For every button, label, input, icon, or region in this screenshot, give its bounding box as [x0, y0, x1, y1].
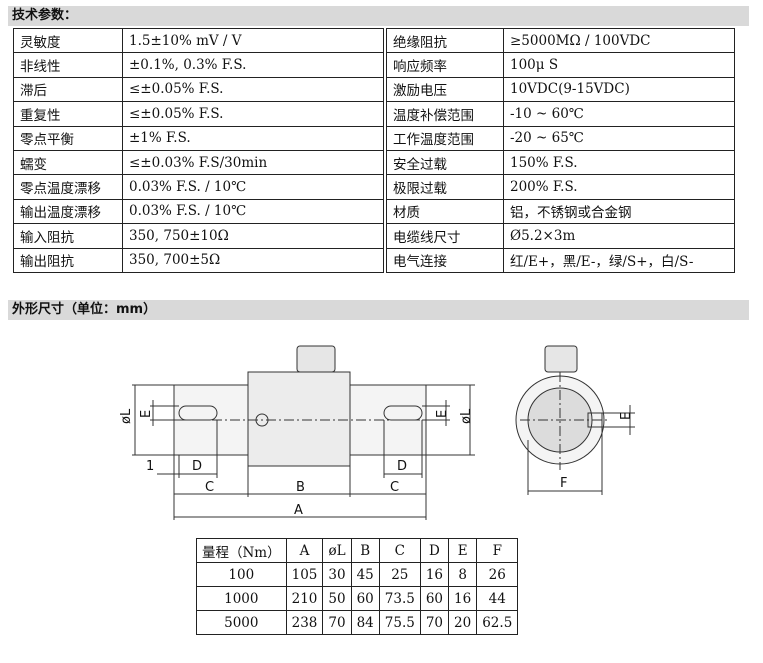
spec-left-value: 0.03% F.S. / 10℃	[122, 174, 384, 200]
C-label-right: C	[390, 480, 399, 495]
spec-right-value: 红/E+，黑/E-，绿/S+，白/S-	[503, 247, 735, 273]
end-view-connector	[544, 345, 578, 373]
dims-cell: 16	[419, 562, 450, 587]
dims-cell: 1000	[196, 586, 287, 611]
dims-header-cell: D	[419, 538, 450, 563]
spec-right-name: 绝缘阻抗	[386, 27, 504, 54]
dims-cell: 70	[322, 610, 352, 635]
dimensions-header: 外形尺寸（单位：mm）	[8, 300, 749, 320]
spec-left-value: 350, 700±5Ω	[122, 247, 384, 273]
spec-right-name: 电气连接	[386, 247, 504, 273]
right-keyway	[383, 405, 423, 421]
dims-cell: 62.5	[476, 610, 519, 635]
D-label-right: D	[397, 459, 407, 474]
one-label: 1	[146, 459, 154, 474]
E-label-end: E	[619, 412, 634, 420]
dims-cell: 210	[285, 586, 324, 611]
spec-right-name: 温度补偿范围	[386, 101, 504, 127]
dims-cell: 105	[285, 562, 324, 587]
spec-left-value: ≤±0.05% F.S.	[122, 101, 384, 127]
dims-cell: 25	[378, 562, 421, 587]
spec-left-name: 重复性	[13, 101, 123, 127]
dims-cell: 26	[476, 562, 519, 587]
spec-row: 重复性≤±0.05% F.S.温度补偿范围-10 ~ 60℃	[13, 101, 735, 127]
spec-left-value: 350, 750±10Ω	[122, 223, 384, 249]
A-label: A	[294, 503, 303, 518]
dims-cell: 84	[350, 610, 380, 635]
spec-left-name: 输出温度漂移	[13, 198, 123, 225]
spec-right-name: 极限过载	[386, 174, 504, 200]
spec-left-value: ≤±0.05% F.S.	[122, 76, 384, 103]
D-label: D	[192, 459, 202, 474]
spec-right-value: 100μ S	[503, 52, 735, 78]
dims-cell: 44	[476, 586, 519, 611]
spec-left-value: ≤±0.03% F.S/30min	[122, 149, 384, 176]
dims-cell: 30	[322, 562, 352, 587]
dims-cell: 45	[350, 562, 380, 587]
sensor-body	[247, 371, 351, 467]
dims-header-cell: A	[285, 538, 324, 563]
dims-cell: 75.5	[378, 610, 421, 635]
dims-header-cell: B	[350, 538, 380, 563]
E-label: E	[139, 410, 154, 418]
dims-header-cell: E	[448, 538, 478, 563]
dims-cell: 238	[285, 610, 324, 635]
phiL-label-right: øL	[459, 408, 474, 424]
dims-cell: 70	[419, 610, 450, 635]
spec-left-value: ±0.1%, 0.3% F.S.	[122, 52, 384, 78]
spec-left-name: 输入阻抗	[13, 223, 123, 249]
dims-cell: 50	[322, 586, 352, 611]
spec-right-value: 150% F.S.	[503, 149, 735, 176]
dims-header-cell: C	[378, 538, 421, 563]
dims-cell: 100	[196, 562, 287, 587]
dims-header-cell: 量程（Nm）	[196, 538, 287, 563]
dims-cell: 16	[448, 586, 478, 611]
spec-left-name: 滞后	[13, 76, 123, 103]
dims-cell: 60	[419, 586, 450, 611]
dims-cell: 8	[448, 562, 478, 587]
spec-left-value: 0.03% F.S. / 10℃	[122, 198, 384, 225]
spec-right-value: -10 ~ 60℃	[503, 101, 735, 127]
E-label-right: E	[435, 410, 450, 418]
phiL-label: øL	[119, 408, 134, 424]
tech-params-header: 技术参数：	[8, 6, 749, 26]
dims-cell: 60	[350, 586, 380, 611]
dims-header-cell: øL	[322, 538, 352, 563]
B-label: B	[296, 480, 305, 495]
connector	[296, 345, 336, 373]
C-label: C	[205, 480, 214, 495]
spec-right-name: 激励电压	[386, 76, 504, 103]
spec-right-value: 10VDC(9-15VDC)	[503, 76, 735, 103]
dims-cell: 5000	[196, 610, 287, 635]
spec-left-name: 输出阻抗	[13, 247, 123, 273]
spec-left-value: ±1% F.S.	[122, 125, 384, 151]
dims-header-cell: F	[476, 538, 519, 563]
dims-cell: 20	[448, 610, 478, 635]
dims-cell: 73.5	[378, 586, 421, 611]
spec-right-name: 响应频率	[386, 52, 504, 78]
F-label: F	[560, 476, 567, 491]
